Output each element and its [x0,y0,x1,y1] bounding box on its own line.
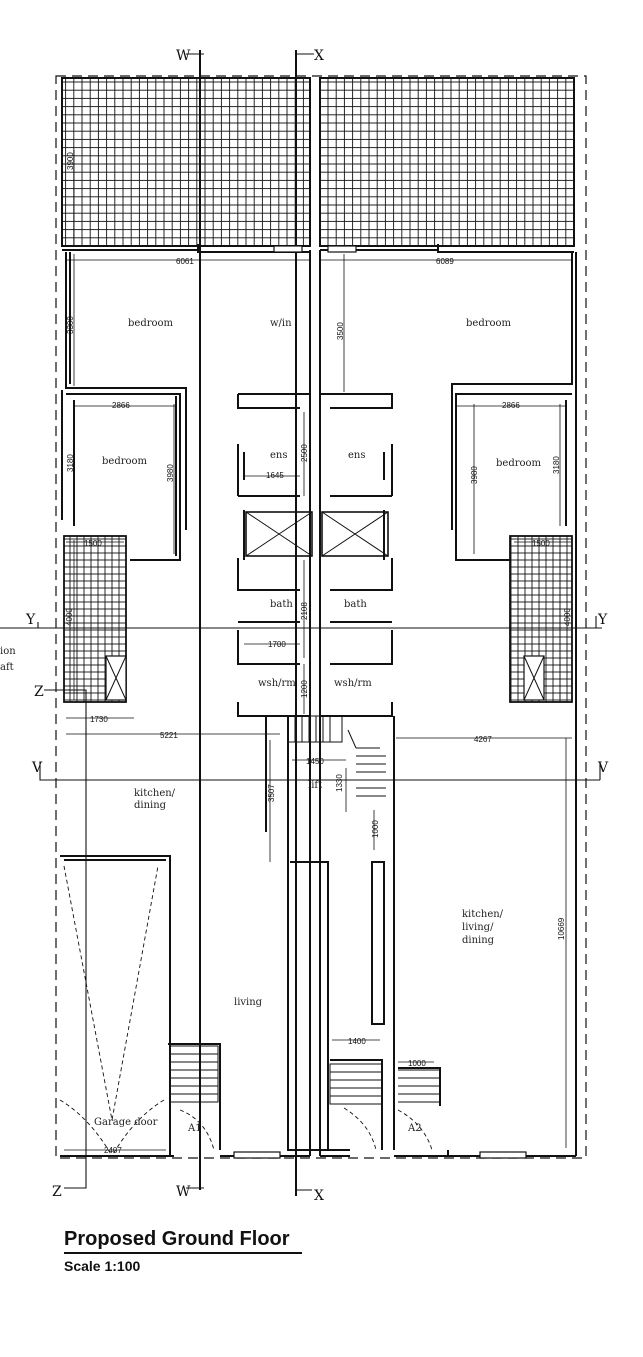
room-label-bath-right: bath [344,599,367,610]
dim-2866-left: 2866 [112,401,130,410]
dim-3980-left: 3980 [166,464,175,482]
shaft-box-left-cross [105,655,127,701]
room-label-kitchen-living-2: living/ [462,922,494,933]
site-boundary [55,75,587,1159]
section-marker-y-left: Y [25,612,36,628]
room-label-living: living [234,997,263,1008]
dim-1645: 1645 [266,471,284,480]
room-label-bedroom-top-right: bedroom [466,318,512,329]
dim-5221: 5221 [160,731,178,740]
dim-3507: 3507 [267,784,276,802]
dim-6061: 6061 [176,257,194,266]
stairs [169,715,440,1105]
dim-2108: 2108 [300,602,309,620]
section-lines [0,53,602,1191]
room-label-lift: lift [308,780,322,791]
section-marker-w-bottom: W [176,1184,191,1200]
room-label-a1: A1 [187,1123,202,1134]
room-label-kitchen-dining-1: kitchen/ [134,788,176,799]
dim-6089: 6089 [436,257,454,266]
lift-shaft-left [245,511,313,557]
terrace-right [319,77,575,247]
section-marker-v-left: V [31,760,43,776]
dim-1500-right: 1500 [532,539,550,548]
dim-1500-left: 1500 [84,539,102,548]
dim-4000-right: 4000 [563,608,572,626]
dim-1400: 1400 [348,1037,366,1046]
room-label-ens-right: ens [348,450,366,461]
room-label-ens-left: ens [270,450,288,461]
lift-shaft-right-cross [321,511,389,557]
section-marker-w-top: W [176,48,191,64]
room-label-kitchen-living-1: kitchen/ [462,909,504,920]
room-label-bath-left: bath [270,599,293,610]
lift-shaft-left-cross [245,511,313,557]
dim-3980-right: 3980 [470,466,479,484]
section-marker-v-right: V [597,760,609,776]
dimension-lines [64,150,572,1151]
dim-1730: 1730 [90,715,108,724]
section-marker-z-bottom: Z [52,1184,62,1200]
dim-3300: 3300 [66,316,75,334]
dim-4267: 4267 [474,735,492,744]
dim-10669: 10669 [557,917,566,940]
dim-1330: 1330 [335,774,344,792]
room-label-walk-in: w/in [270,318,292,329]
section-marker-x-top: X [314,48,324,64]
dim-1000-vertical: 1000 [371,820,380,838]
dim-2500: 2500 [300,444,309,462]
side-label-1: ion [0,646,16,657]
room-label-kitchen-dining-2: dining [134,800,167,811]
terrace-left [61,77,311,247]
section-marker-y-right: Y [597,612,608,628]
room-label-bedroom-mid-right: bedroom [496,458,542,469]
door-swings [59,865,433,1157]
room-label-kitchen-living-3: dining [462,935,495,946]
dim-3180-left: 3180 [66,454,75,472]
dim-3500: 3500 [336,322,345,340]
dim-2407: 2407 [104,1146,122,1155]
side-label-2: aft [0,662,14,673]
room-label-wsh-left: wsh/rm [258,678,296,689]
title-block: Proposed Ground Floor Scale 1:100 [64,1226,302,1274]
room-label-a2: A2 [407,1123,422,1134]
dim-1200: 1200 [300,680,309,698]
dim-1700: 1700 [268,640,286,649]
dim-1000: 1000 [408,1059,426,1068]
dim-4000-left: 4000 [65,608,74,626]
section-marker-z-top: Z [34,684,44,700]
lift-shaft-right [321,511,389,557]
room-label-bedroom-mid-left: bedroom [102,456,148,467]
windows [233,245,527,1159]
drawing-scale: Scale 1:100 [64,1258,141,1274]
dim-1450: 1450 [306,757,324,766]
dim-3900: 3900 [66,152,75,170]
shaft-box-right-cross [523,655,545,701]
section-marker-x-bottom: X [314,1188,324,1204]
dim-3180-right: 3180 [552,456,561,474]
dim-2866-right: 2866 [502,401,520,410]
room-label-garage: Garage door [94,1117,158,1128]
room-label-bedroom-top-left: bedroom [128,318,174,329]
room-label-wsh-right: wsh/rm [334,678,372,689]
drawing-title: Proposed Ground Floor [64,1226,302,1254]
